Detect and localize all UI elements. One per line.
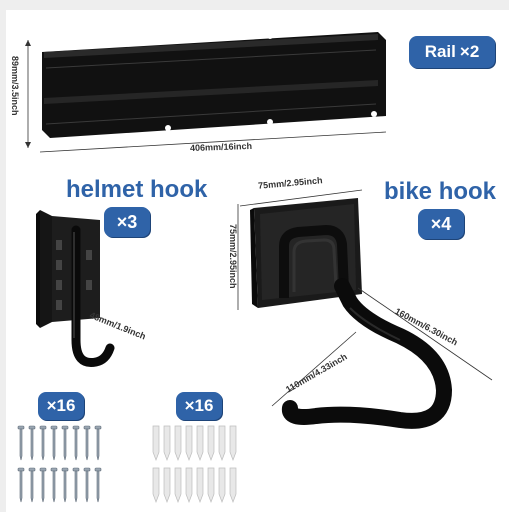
anchors-count-badge: ×16 [176, 392, 222, 420]
screws-count-badge: ×16 [38, 392, 84, 420]
rail-image [42, 32, 386, 138]
screws-image [17, 425, 102, 503]
bike-hook-arm-dimension-line [357, 287, 493, 381]
rail-width-dimension-line [39, 131, 387, 153]
helmet-hook-image [36, 210, 115, 368]
screw-icon [17, 425, 102, 503]
rail-badge-count: ×2 [459, 42, 480, 61]
helmet-hook-count-badge: ×3 [104, 207, 150, 237]
bike-hook-image [250, 198, 453, 429]
bike-hook-count-badge: ×4 [418, 209, 464, 239]
bike-hook-width-dimension-line [239, 189, 363, 207]
rail-badge-name: Rail [424, 42, 456, 61]
wall-anchor-icon [152, 425, 237, 503]
helmet-hook-title: helmet hook [66, 176, 208, 203]
rail-badge: Rail ×2 [409, 36, 495, 68]
rail-height-dimension-line [25, 40, 31, 148]
anchors-image [152, 425, 237, 503]
bike-hook-title: bike hook [384, 178, 497, 205]
bike-hook-height-dimension-line [237, 204, 239, 310]
bike-hook-hook-dimension-line [271, 331, 357, 407]
rail-height-label: 89mm/3.5inch [10, 56, 20, 116]
